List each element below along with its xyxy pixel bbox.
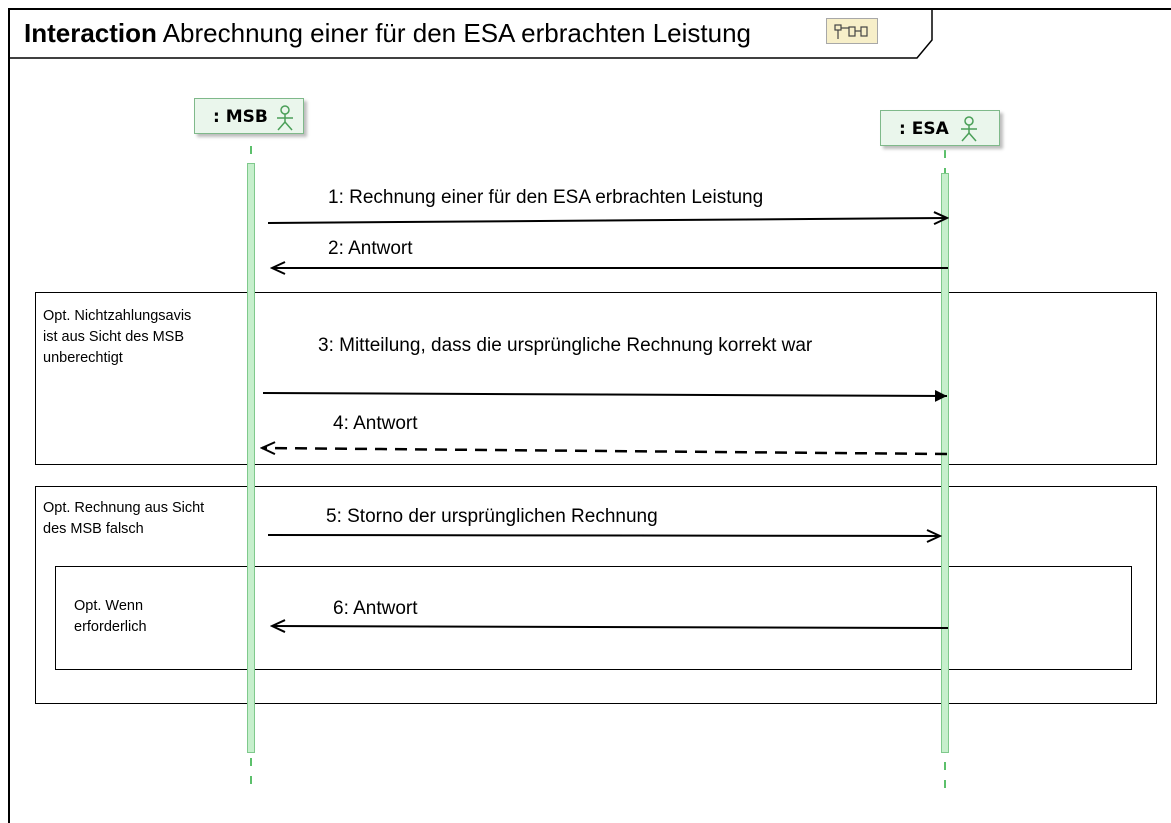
- opt-fragment-1-guard: Opt. Nichtzahlungsavis ist aus Sicht des…: [43, 308, 192, 366]
- opt-fragment-1: [35, 292, 1157, 465]
- message-1-arrow: [267, 218, 947, 223]
- interaction-name: Abrechnung einer für den ESA erbrachten …: [162, 18, 752, 48]
- message-6-arrow: [272, 626, 949, 628]
- message-5-arrow: [267, 535, 940, 536]
- interaction-title: Interaction Abrechnung einer für den ESA…: [24, 18, 751, 48]
- message-4-label: 4: Antwort: [333, 413, 418, 434]
- actor-icon: [958, 116, 980, 142]
- opt-fragment-3: [55, 566, 1132, 670]
- lifeline-esa-label: : ESA: [899, 119, 949, 139]
- interaction-frame: [8, 8, 1171, 823]
- activation-esa: [941, 173, 949, 753]
- opt-fragment-2: [35, 486, 1157, 704]
- message-2-label: 2: Antwort: [328, 238, 413, 259]
- message-4-arrow: [262, 448, 948, 456]
- lifeline-msb-label: : MSB: [213, 107, 268, 127]
- message-5-label: 5: Storno der ursprünglichen Rechnung: [326, 506, 658, 527]
- message-3-label: 3: Mitteilung, dass die ursprüngliche Re…: [318, 335, 813, 356]
- message-1-label: 1: Rechnung einer für den ESA erbrachten…: [328, 187, 764, 208]
- sequence-diagram-icon: [826, 18, 878, 44]
- message-3-arrow: [262, 389, 948, 402]
- interaction-keyword: Interaction: [24, 18, 157, 48]
- lifeline-esa-head: : ESA: [880, 110, 1000, 146]
- activation-msb: [247, 163, 255, 753]
- header-tab-outline: [8, 8, 933, 59]
- actor-icon: [274, 105, 296, 131]
- opt-fragment-3-guard: Opt. Wenn erforderlich: [74, 598, 147, 635]
- opt-fragment-2-guard: Opt. Rechnung aus Sicht des MSB falsch: [43, 500, 205, 537]
- message-6-label: 6: Antwort: [333, 598, 418, 619]
